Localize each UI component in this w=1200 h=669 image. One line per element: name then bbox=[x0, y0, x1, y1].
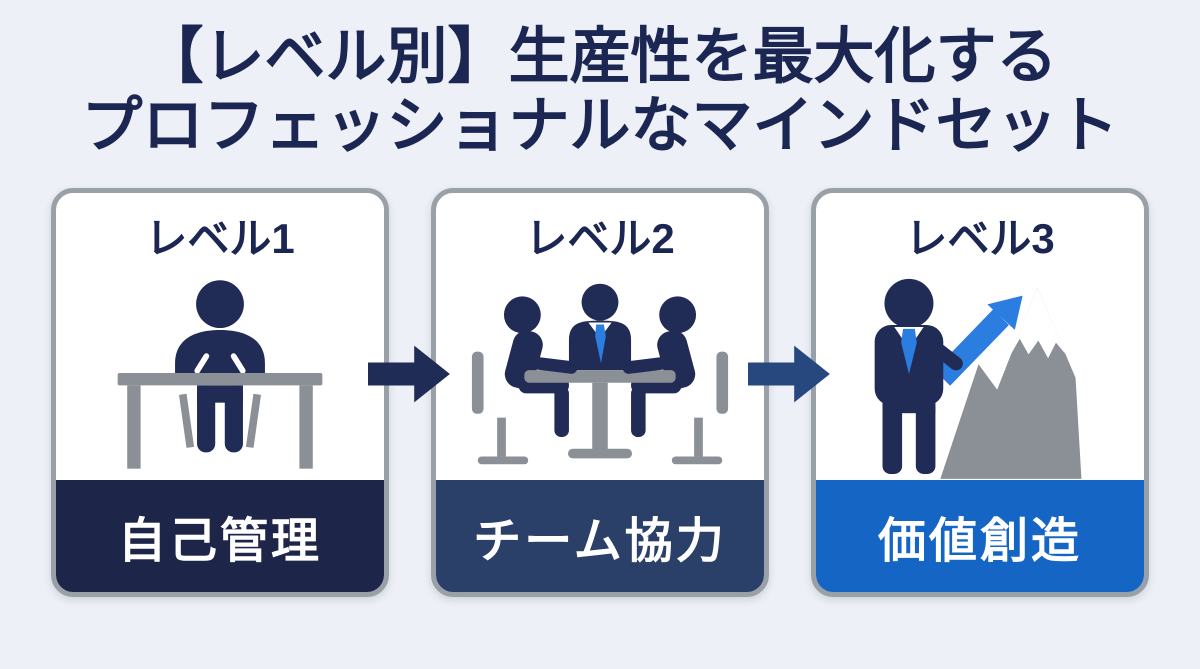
person-at-desk-icon bbox=[56, 266, 384, 480]
level-3-heading: レベル3 bbox=[905, 215, 1055, 262]
level-3-card: レベル3 bbox=[811, 188, 1149, 597]
page-title: 【レベル別】生産性を最大化する プロフェッショナルなマインドセット bbox=[0, 0, 1200, 160]
level-2-heading: レベル2 bbox=[525, 215, 675, 262]
title-line-2: プロフェッショナルなマインドセット bbox=[81, 91, 1119, 159]
right-arrow-icon-1 bbox=[368, 334, 452, 414]
level-2-footer-label: チーム協力 bbox=[436, 480, 764, 592]
level-1-footer-label: 自己管理 bbox=[56, 480, 384, 592]
growth-mountain-icon bbox=[816, 266, 1144, 480]
levels-row: レベル1 自己管理 bbox=[51, 188, 1149, 597]
team-meeting-icon bbox=[436, 266, 764, 480]
level-1-card: レベル1 自己管理 bbox=[51, 188, 389, 597]
right-arrow-icon-2 bbox=[748, 334, 832, 414]
level-1-heading: レベル1 bbox=[145, 215, 295, 262]
level-3-footer-label: 価値創造 bbox=[816, 480, 1144, 592]
level-2-card: レベル2 bbox=[431, 188, 769, 597]
title-line-1: 【レベル別】生産性を最大化する bbox=[142, 22, 1058, 90]
